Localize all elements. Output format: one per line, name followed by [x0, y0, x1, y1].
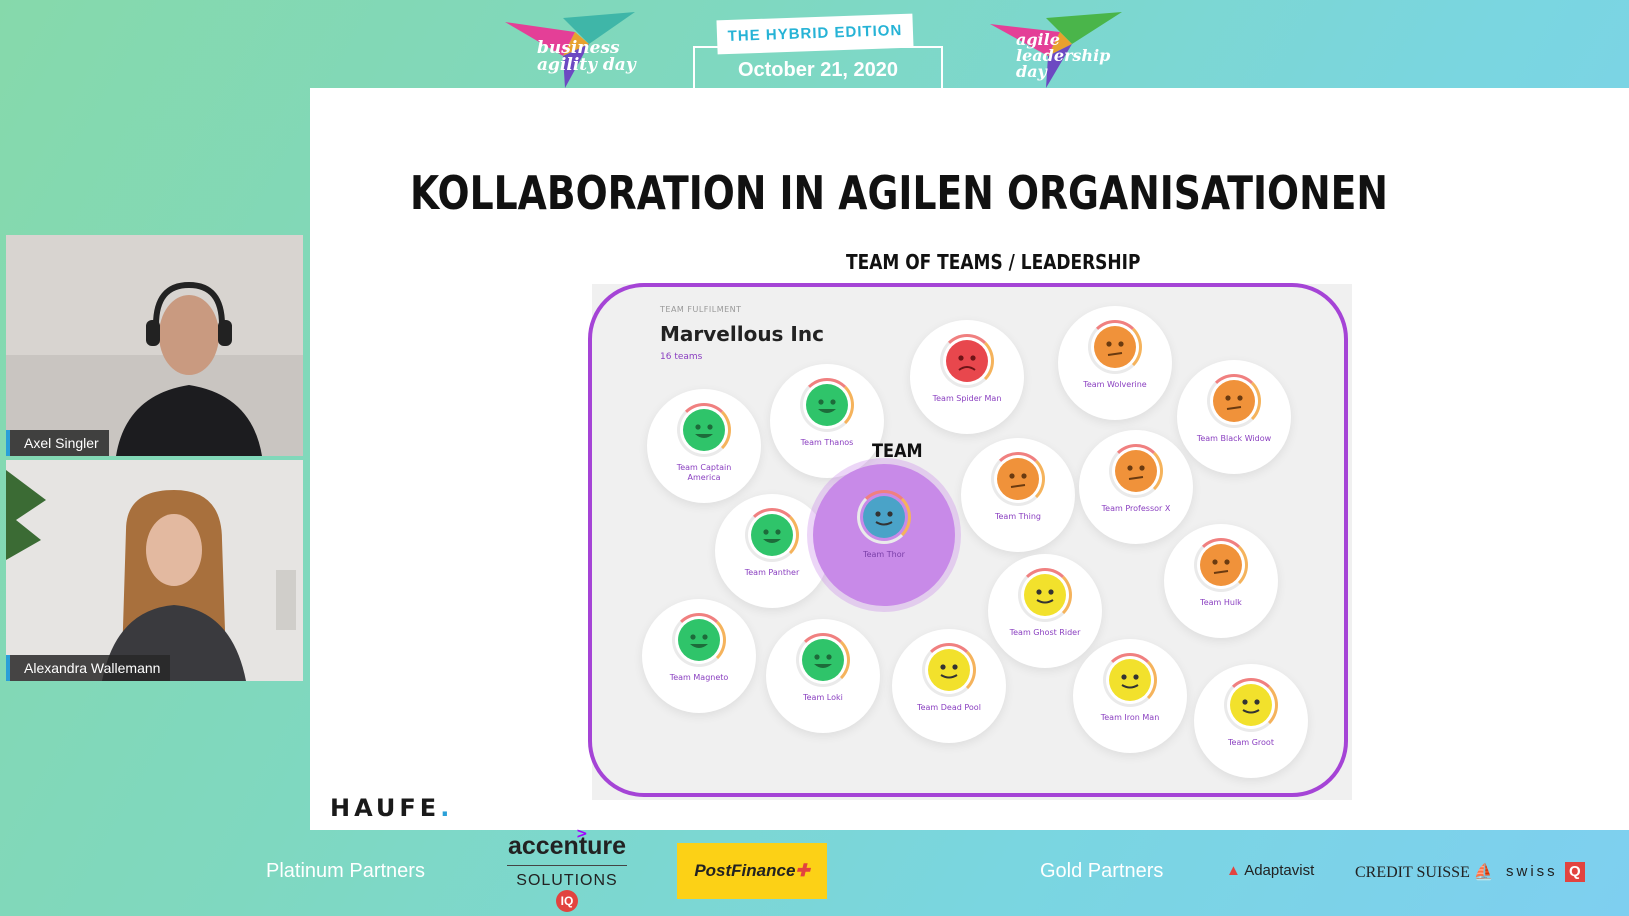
team-bubble[interactable]: Team Groot	[1194, 664, 1308, 778]
team-bubble[interactable]: Team Thing	[961, 438, 1075, 552]
fulfilment-ring	[745, 508, 799, 562]
fulfilment-ring	[677, 403, 731, 457]
haufe-logo: HAUFE.	[330, 794, 454, 822]
dashboard-label: TEAM FULFILMENT	[660, 305, 742, 314]
mood-face-icon	[927, 648, 971, 692]
fulfilment-ring	[922, 643, 976, 697]
mood-face-icon	[682, 408, 726, 452]
fulfilment-ring	[1207, 374, 1261, 428]
team-name: Team Thor	[863, 550, 905, 559]
mood-face-icon	[945, 339, 989, 383]
mood-face-icon	[1212, 379, 1256, 423]
fulfilment-ring	[800, 378, 854, 432]
fulfilment-ring	[796, 633, 850, 687]
hummingbird-icon	[505, 12, 635, 88]
business-agility-day-logo: business agility day	[505, 10, 645, 88]
adaptavist-mark-icon: ▲	[1226, 862, 1241, 879]
gold-partners-label: Gold Partners	[1040, 860, 1164, 882]
sails-icon: ⛵	[1473, 864, 1494, 881]
team-bubble[interactable]: Team Magneto	[642, 599, 756, 713]
fulfilment-ring	[672, 613, 726, 667]
team-name: Team Magneto	[669, 673, 729, 682]
mood-face-icon	[677, 618, 721, 662]
mood-face-icon	[996, 457, 1040, 501]
team-bubble[interactable]: Team Wolverine	[1058, 306, 1172, 420]
mood-face-icon	[1114, 449, 1158, 493]
team-name: Team Iron Man	[1100, 713, 1160, 722]
fulfilment-ring	[857, 490, 911, 544]
event-date: October 21, 2020	[693, 46, 943, 88]
team-name: Team Dead Pool	[917, 703, 981, 712]
fulfilment-ring	[1103, 653, 1157, 707]
team-name: Team Professor X	[1101, 504, 1171, 513]
team-fulfilment-dashboard: TEAM FULFILMENT Marvellous Inc 16 teams …	[592, 284, 1352, 800]
fulfilment-ring	[1109, 444, 1163, 498]
team-name: Team Groot	[1228, 738, 1274, 747]
participant-name: Alexandra Wallemann	[6, 655, 171, 681]
adaptavist-logo: ▲ Adaptavist	[1226, 862, 1315, 879]
participant-avatar	[6, 460, 303, 681]
fulfilment-ring	[1194, 538, 1248, 592]
team-bubble[interactable]: Team Panther	[715, 494, 829, 608]
team-name: Team Captain America	[676, 463, 732, 482]
swiss-cross-icon: ✚	[795, 861, 810, 880]
postfinance-logo: PostFinance✚	[677, 843, 827, 899]
team-bubble[interactable]: Team Hulk	[1164, 524, 1278, 638]
hummingbird-icon	[990, 12, 1122, 88]
accenture-arrow-icon: >	[576, 826, 588, 842]
mood-face-icon	[1229, 683, 1273, 727]
slide-subtitle: TEAM OF TEAMS / LEADERSHIP	[846, 250, 1141, 274]
platinum-partners-label: Platinum Partners	[266, 860, 425, 882]
presentation-slide: KOLLABORATION IN AGILEN ORGANISATIONEN T…	[310, 88, 1629, 830]
team-name: Team Loki	[803, 693, 843, 702]
team-bubble[interactable]: Team Thor	[813, 464, 955, 606]
participant-video-alexandra[interactable]: Alexandra Wallemann	[6, 460, 303, 681]
team-name: Team Hulk	[1200, 598, 1242, 607]
team-bubble[interactable]: Team Ghost Rider	[988, 554, 1102, 668]
swiss-logo: swiss Q	[1506, 862, 1585, 882]
team-name: Team Spider Man	[932, 394, 1002, 403]
team-name: Team Ghost Rider	[1009, 628, 1081, 637]
team-bubble[interactable]: Team Captain America	[647, 389, 761, 503]
fulfilment-ring	[1224, 678, 1278, 732]
team-name: Team Thanos	[800, 438, 854, 447]
participant-avatar	[6, 235, 303, 456]
accenture-logo: > accenture SOLUTIONSIQ	[497, 826, 637, 912]
team-name: Team Thing	[994, 512, 1041, 521]
mood-face-icon	[1108, 658, 1152, 702]
team-callout-label: TEAM	[872, 440, 923, 462]
team-bubble[interactable]: Team Professor X	[1079, 430, 1193, 544]
participant-name: Axel Singler	[6, 430, 109, 456]
mood-face-icon	[1199, 543, 1243, 587]
fulfilment-ring	[940, 334, 994, 388]
team-bubble[interactable]: Team Spider Man	[910, 320, 1024, 434]
team-name: Team Wolverine	[1083, 380, 1147, 389]
participant-video-axel[interactable]: Axel Singler	[6, 235, 303, 456]
fulfilment-ring	[991, 452, 1045, 506]
team-bubble[interactable]: Team Black Widow	[1177, 360, 1291, 474]
mood-face-icon	[750, 513, 794, 557]
mood-face-icon	[805, 383, 849, 427]
team-bubble[interactable]: Team Thanos	[770, 364, 884, 478]
fulfilment-ring	[1018, 568, 1072, 622]
mood-face-icon	[1093, 325, 1137, 369]
credit-suisse-logo: CREDIT SUISSE ⛵	[1355, 864, 1494, 881]
team-bubble[interactable]: Team Loki	[766, 619, 880, 733]
team-name: Team Panther	[744, 568, 800, 577]
team-bubble[interactable]: Team Iron Man	[1073, 639, 1187, 753]
mood-face-icon	[1023, 573, 1067, 617]
dashboard-title: Marvellous Inc	[660, 322, 824, 346]
agile-leadership-day-logo: agile leadership day	[990, 10, 1130, 88]
team-name: Team Black Widow	[1196, 434, 1272, 443]
mood-face-icon	[801, 638, 845, 682]
dashboard-team-count: 16 teams	[660, 352, 703, 362]
team-bubble[interactable]: Team Dead Pool	[892, 629, 1006, 743]
fulfilment-ring	[1088, 320, 1142, 374]
slide-title: KOLLABORATION IN AGILEN ORGANISATIONEN	[410, 166, 1388, 220]
mood-face-icon	[862, 495, 906, 539]
